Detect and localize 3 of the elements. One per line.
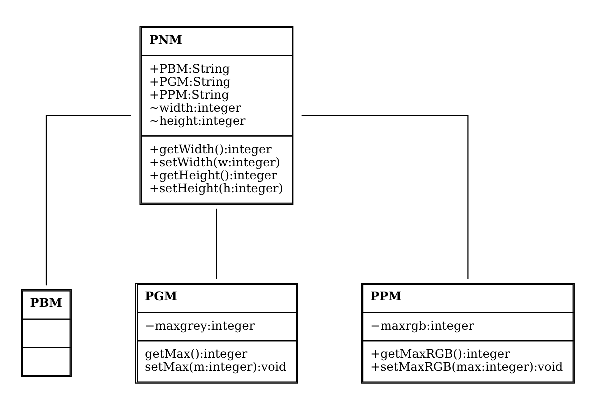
connector — [302, 115, 469, 280]
connector — [46, 115, 132, 286]
connector — [216, 208, 218, 279]
